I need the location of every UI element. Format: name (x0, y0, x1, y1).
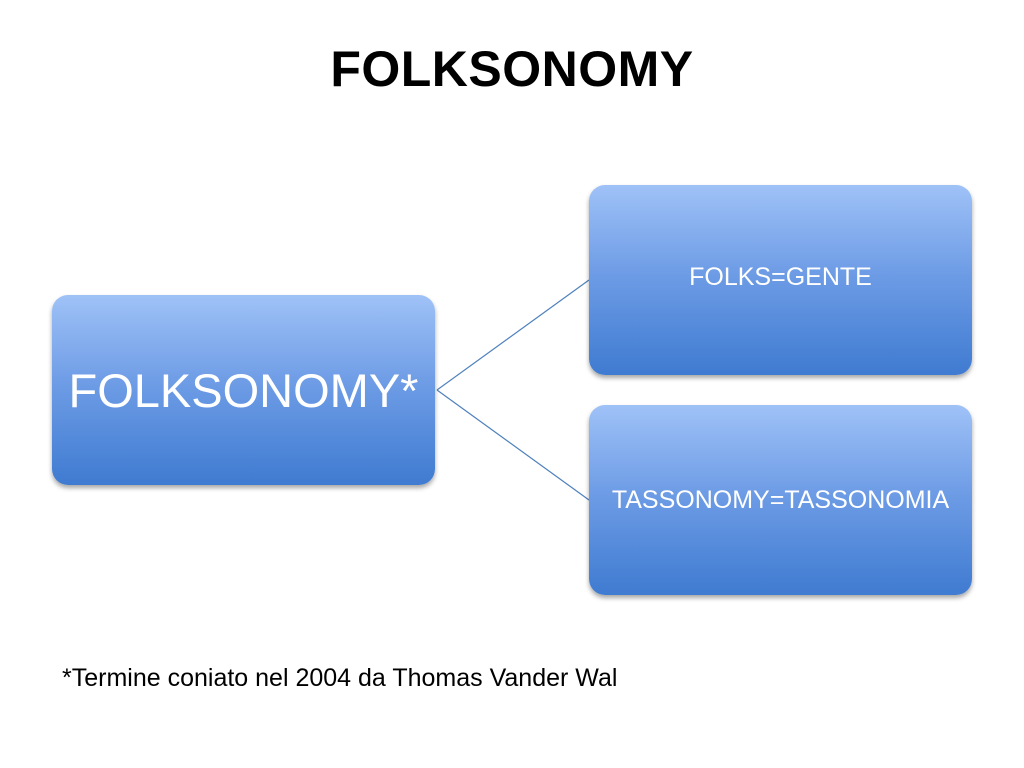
connector-line-tassonomy (436, 389, 590, 501)
connector-line-folks (436, 279, 590, 391)
footnote: *Termine coniato nel 2004 da Thomas Vand… (62, 664, 618, 692)
child-node-folks: FOLKS=GENTE (589, 185, 972, 375)
root-node-folksonomy: FOLKSONOMY* (52, 295, 435, 485)
root-node-label: FOLKSONOMY* (68, 363, 419, 417)
child-node-folks-label: FOLKS=GENTE (689, 263, 872, 291)
slide-title: FOLKSONOMY (330, 41, 694, 97)
child-node-tassonomy: TASSONOMY=TASSONOMIA (589, 405, 972, 595)
child-node-tassonomy-label: TASSONOMY=TASSONOMIA (611, 485, 950, 514)
